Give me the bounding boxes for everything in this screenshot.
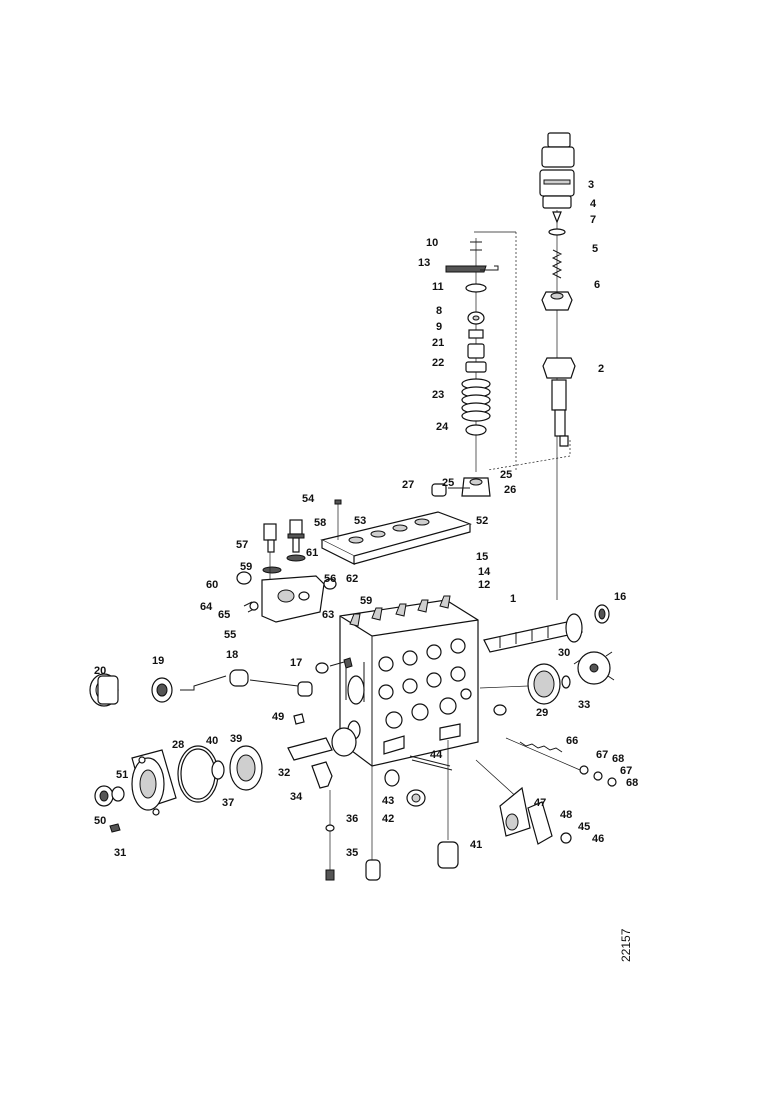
callout-5: 5	[592, 243, 598, 255]
callout-49: 49	[272, 711, 284, 723]
callout-35: 35	[346, 847, 358, 859]
plunger-spring-stack	[431, 238, 499, 497]
callout-57: 57	[236, 539, 248, 551]
callout-32: 32	[278, 767, 290, 779]
callout-39: 39	[230, 733, 242, 745]
callout-22: 22	[432, 357, 444, 369]
callout-59: 59	[240, 561, 252, 573]
callout-17: 17	[290, 657, 302, 669]
shaft-seals	[89, 657, 353, 707]
camshaft-coupling	[479, 604, 615, 716]
callout-51: 51	[116, 769, 128, 781]
callout-64: 64	[200, 601, 213, 613]
callout-50: 50	[94, 815, 106, 827]
callout-34: 34	[290, 791, 303, 803]
callout-18: 18	[226, 649, 238, 661]
callout-28: 28	[172, 739, 184, 751]
callout-25: 25	[500, 469, 512, 481]
callout-29: 29	[536, 707, 548, 719]
callout-24: 24	[436, 421, 449, 433]
callout-25b: 25	[442, 477, 454, 489]
delivery-valve-holder-assembly	[539, 132, 576, 600]
callout-65: 65	[218, 609, 230, 621]
callout-33: 33	[578, 699, 590, 711]
callout-26: 26	[504, 484, 516, 496]
callout-36: 36	[346, 813, 358, 825]
callout-59b: 59	[360, 595, 372, 607]
callout-12: 12	[478, 579, 490, 591]
callout-52: 52	[476, 515, 488, 527]
callout-56: 56	[324, 573, 336, 585]
pump-housing	[339, 595, 479, 767]
top-cover-plate	[320, 499, 472, 565]
callout-60: 60	[206, 579, 218, 591]
callout-31: 31	[114, 847, 126, 859]
callout-48: 48	[560, 809, 572, 821]
callout-68: 68	[612, 753, 624, 765]
plunger-spring	[461, 378, 491, 422]
callout-15: 15	[476, 551, 488, 563]
callout-30: 30	[558, 647, 570, 659]
callout-3: 3	[588, 179, 594, 191]
callout-58: 58	[314, 517, 326, 529]
callout-20: 20	[94, 665, 106, 677]
callout-66: 66	[566, 735, 578, 747]
callout-47: 47	[534, 797, 546, 809]
callout-55: 55	[224, 629, 236, 641]
callout-40: 40	[206, 735, 218, 747]
callout-46: 46	[592, 833, 604, 845]
drive-flange-assembly	[94, 713, 357, 833]
callout-19: 19	[152, 655, 164, 667]
callout-14: 14	[478, 566, 491, 578]
lower-parts	[325, 737, 617, 881]
feed-fittings	[236, 519, 337, 623]
callout-45: 45	[578, 821, 590, 833]
callout-23: 23	[432, 389, 444, 401]
callout-2: 2	[598, 363, 604, 375]
callout-68b: 68	[626, 777, 638, 789]
callout-8: 8	[436, 305, 442, 317]
callout-67b: 67	[620, 765, 632, 777]
callout-27: 27	[402, 479, 414, 491]
drawing-number: 22157	[619, 928, 633, 962]
callout-10: 10	[426, 237, 438, 249]
callout-53: 53	[354, 515, 366, 527]
callout-4: 4	[590, 198, 597, 210]
callout-7: 7	[590, 214, 596, 226]
callout-37: 37	[222, 797, 234, 809]
callout-42: 42	[382, 813, 394, 825]
callout-11: 11	[432, 281, 444, 293]
callout-21: 21	[432, 337, 444, 349]
callout-43: 43	[382, 795, 394, 807]
callout-44: 44	[430, 749, 443, 761]
callout-16: 16	[614, 591, 626, 603]
callout-13: 13	[418, 257, 430, 269]
callout-41: 41	[470, 839, 482, 851]
callout-54: 54	[302, 493, 315, 505]
callout-1: 1	[510, 593, 516, 605]
callout-labels: 3 4 7 5 6 2 10 13 11 8 9 21 22 23 24 25 …	[94, 179, 638, 859]
callout-62: 62	[346, 573, 358, 585]
callout-61: 61	[306, 547, 318, 559]
callout-6: 6	[594, 279, 600, 291]
callout-9: 9	[436, 321, 442, 333]
callout-67: 67	[596, 749, 608, 761]
callout-63: 63	[322, 609, 334, 621]
